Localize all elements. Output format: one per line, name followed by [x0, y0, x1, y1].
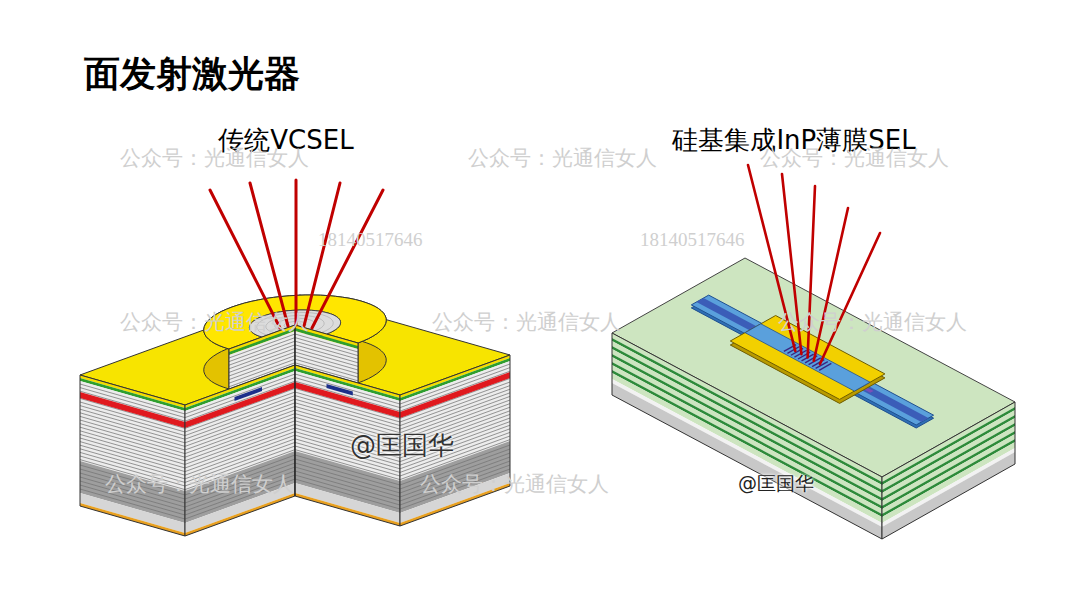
layer-line — [295, 459, 400, 489]
watermark-number: 18140517646 — [318, 229, 423, 252]
active-region — [80, 392, 185, 428]
layer-line — [185, 417, 295, 457]
layer-line — [185, 421, 295, 461]
layer-line — [295, 348, 358, 366]
cut-edge — [294, 325, 295, 496]
author-mark: @匡国华 — [738, 472, 814, 495]
cladding-layer — [882, 442, 1015, 523]
laser-beam — [250, 183, 288, 326]
slide-title: 面发射激光器 — [84, 52, 300, 95]
watermark: 公众号：光通信女人 — [432, 310, 621, 335]
active-region — [295, 382, 400, 418]
layer-line — [185, 396, 295, 436]
layer-line — [185, 406, 295, 446]
layer-line — [229, 341, 295, 365]
laser-beam — [312, 190, 383, 328]
layer-line — [185, 388, 295, 428]
oxide-aperture — [327, 384, 353, 396]
laser-beam — [820, 233, 880, 364]
layer-line — [400, 393, 510, 433]
face-outline — [80, 375, 185, 536]
oxide-layer — [882, 448, 1015, 527]
layer-line — [185, 378, 295, 418]
layer-line — [400, 378, 510, 418]
watermark: 公众号：光通信女人 — [105, 472, 294, 497]
watermark: 公众号：光通信女人 — [120, 310, 309, 335]
layer-line — [400, 386, 510, 426]
silicon-substrate — [882, 452, 1015, 539]
active-region — [400, 372, 510, 418]
laser-beam — [295, 180, 298, 325]
layer-line — [400, 371, 510, 411]
watermark: 公众号：光通信女人 — [778, 310, 967, 335]
layer-line — [229, 334, 295, 358]
laser-beam — [304, 183, 340, 326]
face-outline — [882, 402, 1015, 539]
layer-line — [400, 368, 510, 408]
bonding-layer — [882, 439, 1015, 517]
silicon-substrate — [612, 383, 882, 539]
layer-line — [295, 334, 358, 352]
face-outline — [185, 365, 295, 536]
watermark-number: 18140517646 — [640, 229, 745, 252]
substrate-base — [80, 493, 185, 533]
layer-line — [295, 341, 358, 359]
watermark: 公众号：光通信女人 — [760, 146, 949, 171]
watermark: 公众号：光通信女人 — [420, 472, 609, 497]
substrate-base — [295, 483, 400, 523]
oxide-aperture — [235, 387, 263, 401]
layer-line — [185, 381, 295, 421]
author-mark: @匡国华 — [350, 430, 454, 461]
watermark: 公众号：光通信女人 — [468, 146, 657, 171]
layer-line — [295, 345, 358, 363]
layer-line — [229, 338, 295, 362]
active-region — [185, 382, 295, 428]
layer-line — [229, 345, 295, 369]
layer-line — [185, 403, 295, 443]
layer-line — [400, 382, 510, 422]
watermark: 公众号：光通信女人 — [120, 146, 309, 171]
